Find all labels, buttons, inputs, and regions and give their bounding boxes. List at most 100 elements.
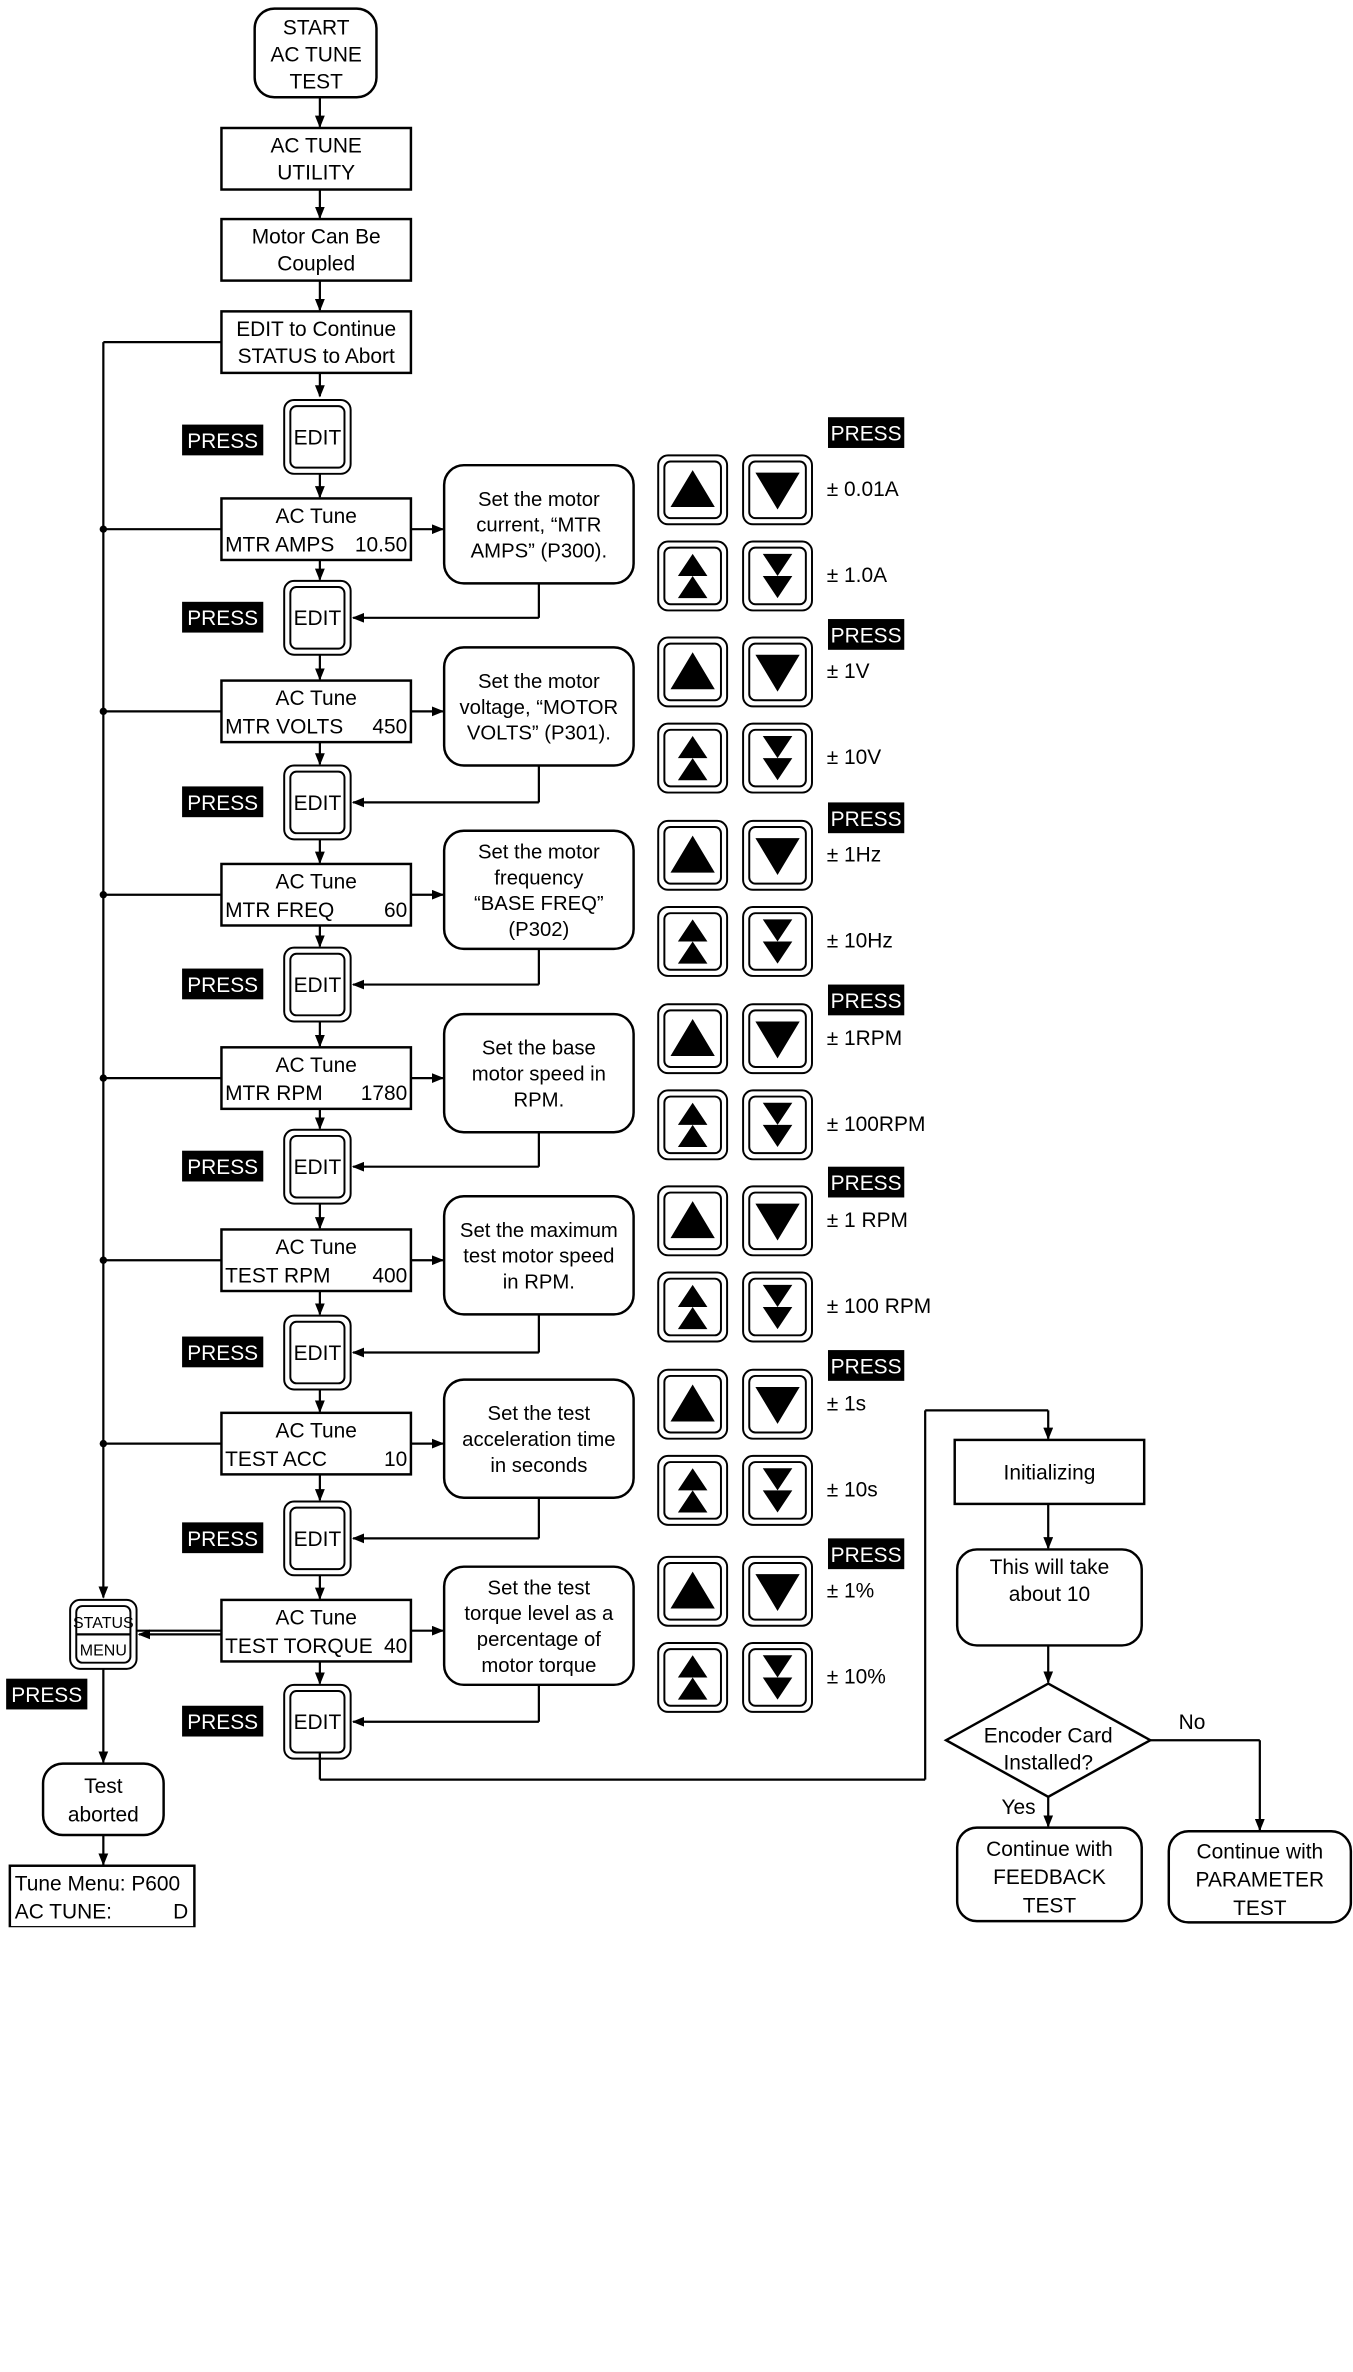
press-text: PRESS	[831, 423, 902, 446]
increment-large-button[interactable]	[657, 1641, 729, 1713]
press-text: PRESS	[831, 1355, 902, 1378]
display-title: AC Tune	[276, 1054, 357, 1077]
feedback-line-3: TEST	[1023, 1895, 1077, 1918]
tune-menu-value: D	[173, 1901, 188, 1924]
large-step-label: ± 10V	[827, 746, 882, 769]
press-label-right: PRESS	[827, 984, 905, 1016]
edit-key-label: EDIT	[294, 1156, 342, 1179]
increment-large-button[interactable]	[657, 1454, 729, 1526]
decrement-small-button[interactable]	[742, 819, 813, 891]
feedback-line-1: Continue with	[986, 1838, 1113, 1861]
large-step-label: ± 100RPM	[827, 1113, 926, 1136]
increment-small-button[interactable]	[657, 1003, 729, 1075]
edit-key-label: EDIT	[294, 792, 342, 815]
decrement-large-button[interactable]	[742, 906, 813, 977]
increment-small-button[interactable]	[657, 1368, 729, 1440]
description-line-1: Set the motor	[478, 841, 600, 863]
increment-small-button[interactable]	[657, 1555, 729, 1627]
display-value: 450	[372, 715, 407, 738]
press-label-left: PRESS	[182, 1336, 264, 1368]
edit-key[interactable]: EDIT	[283, 1128, 352, 1205]
double-down-arrow-icon	[762, 1655, 793, 1700]
aborted-line-1: Test	[84, 1775, 123, 1798]
edit-key[interactable]: EDIT	[283, 1314, 352, 1391]
up-arrow-icon	[670, 1201, 715, 1239]
double-up-arrow-icon	[677, 919, 708, 964]
display-value: 60	[384, 899, 407, 922]
utility-box: AC TUNE UTILITY	[220, 126, 413, 191]
increment-small-button[interactable]	[657, 636, 729, 708]
description-line-2: test motor speed	[463, 1246, 614, 1268]
edit-key-label: EDIT	[294, 426, 342, 449]
press-text: PRESS	[831, 1172, 902, 1195]
double-down-arrow-icon	[762, 1284, 793, 1330]
decrement-large-button[interactable]	[742, 1089, 813, 1161]
down-arrow-icon	[755, 472, 800, 510]
up-arrow-icon	[670, 1384, 715, 1422]
press-text: PRESS	[187, 607, 258, 630]
increment-large-button[interactable]	[657, 722, 729, 794]
yes-label: Yes	[1001, 1796, 1035, 1819]
decrement-small-button[interactable]	[742, 636, 813, 708]
press-text: PRESS	[187, 1342, 258, 1365]
decrement-small-button[interactable]	[742, 1003, 813, 1075]
edit-key[interactable]: EDIT	[283, 1683, 352, 1760]
increment-large-button[interactable]	[657, 1271, 729, 1343]
double-up-arrow-icon	[677, 1468, 708, 1513]
description-line-1: Set the motor	[478, 671, 600, 693]
increment-large-button[interactable]	[657, 906, 729, 977]
press-label-first: PRESS	[182, 424, 264, 456]
small-step-label: ± 1RPM	[827, 1027, 902, 1050]
parameter-line-2: PARAMETER	[1196, 1869, 1325, 1892]
increment-small-button[interactable]	[657, 819, 729, 891]
decrement-large-button[interactable]	[742, 540, 813, 612]
decrement-large-button[interactable]	[742, 1641, 813, 1713]
description-line-2: voltage, “MOTOR	[460, 697, 619, 719]
down-arrow-icon	[755, 1021, 800, 1059]
coupled-line-1: Motor Can Be	[252, 226, 381, 249]
large-step-label: ± 10Hz	[827, 930, 893, 953]
press-text: PRESS	[187, 1156, 258, 1179]
press-label-right: PRESS	[827, 619, 905, 650]
description-line-1: Set the test	[488, 1577, 591, 1599]
decrement-large-button[interactable]	[742, 1454, 813, 1526]
description-line-3: RPM.	[514, 1089, 565, 1111]
press-label-status: PRESS	[6, 1678, 88, 1710]
small-step-label: ± 1 RPM	[827, 1209, 908, 1232]
increment-large-button[interactable]	[657, 1089, 729, 1161]
aborted-line-2: aborted	[68, 1803, 139, 1826]
display-value: 10.50	[355, 533, 407, 556]
press-label-right: PRESS	[827, 1350, 905, 1381]
will-take-line-2: about 10	[1009, 1583, 1090, 1606]
edit-key[interactable]: EDIT	[283, 579, 352, 656]
edit-key[interactable]: EDIT	[283, 1500, 352, 1577]
status-menu-key[interactable]: STATUS MENU	[69, 1598, 138, 1670]
edit-key[interactable]: EDIT	[283, 764, 352, 841]
increment-small-button[interactable]	[657, 1185, 729, 1257]
edit-key-first[interactable]: EDIT	[283, 398, 352, 475]
increment-small-button[interactable]	[657, 454, 729, 526]
press-label-left: PRESS	[182, 968, 264, 1000]
double-up-arrow-icon	[677, 1655, 708, 1700]
up-arrow-icon	[670, 1019, 715, 1056]
increment-large-button[interactable]	[657, 540, 729, 612]
decrement-small-button[interactable]	[742, 1555, 813, 1627]
test-aborted-node: Test aborted	[41, 1762, 165, 1837]
description-line-1: Set the test	[488, 1403, 591, 1425]
decrement-small-button[interactable]	[742, 454, 813, 526]
decrement-large-button[interactable]	[742, 722, 813, 794]
decrement-small-button[interactable]	[742, 1368, 813, 1440]
decrement-large-button[interactable]	[742, 1271, 813, 1343]
double-down-arrow-icon	[762, 1468, 793, 1513]
press-text: PRESS	[187, 1711, 258, 1734]
double-down-arrow-icon	[762, 1102, 793, 1148]
description-line-3: “BASE FREQ”	[474, 893, 604, 915]
display-param: TEST RPM	[225, 1264, 330, 1287]
edit-key[interactable]: EDIT	[283, 946, 352, 1023]
decrement-small-button[interactable]	[742, 1185, 813, 1257]
display-param: MTR AMPS	[225, 533, 334, 556]
press-text: PRESS	[831, 990, 902, 1013]
